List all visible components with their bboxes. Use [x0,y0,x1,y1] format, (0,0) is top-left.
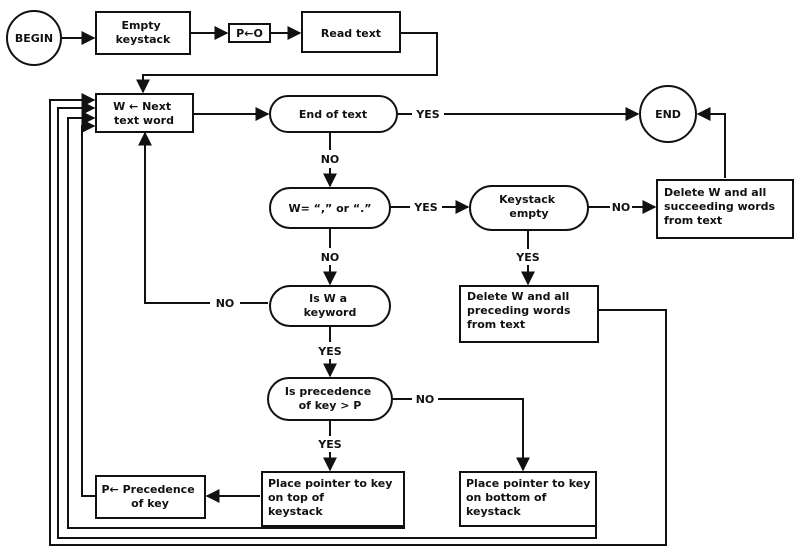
edge-precedence-no-right-b [438,398,530,472]
edges [49,26,726,546]
svg-text:END: END [655,108,681,121]
node-place-top-line-2: on top of [268,491,324,504]
svg-text:Delete W and all succe: Delete W and all succeeding words from t… [664,186,779,227]
edge-label-no-precedence: NO [416,393,435,406]
edge-label-yes-is-keyword: YES [317,345,341,358]
node-precedence-check-line-2: of key > P [299,399,362,412]
edge-is-keyword-no-left-b [138,131,210,304]
edge-label-yes-keystack-empty: YES [515,251,539,264]
svg-text:P←O: P←O [236,27,263,40]
svg-text:Place pointer to key o: Place pointer to key on bottom of keysta… [466,477,594,518]
node-delete-preceding-line-2: preceding words [467,304,571,317]
node-delete-preceding: Delete W and all preceding words from te… [459,285,599,343]
node-w-equals: W= “,” or “.” [269,187,391,229]
node-begin-line-1: BEGIN [15,32,53,45]
node-precedence-check: Is precedence of key > P [267,377,393,421]
node-end-of-text: End of text [269,95,398,133]
svg-text:W= “,” or “.”: W= “,” or “.” [288,202,371,215]
edge-label-yes-end-of-text: YES [415,108,439,121]
node-place-top: Place pointer to key on top of keystack [261,471,405,527]
svg-text:Read text: Read text [321,27,381,40]
node-p-precedence-line-2: of key [131,497,169,510]
node-empty-keystack-line-1: Empty [121,19,160,32]
node-place-top-line-3: keystack [268,505,323,518]
node-delete-preceding-line-1: Delete W and all [467,290,569,303]
edge-labels: YES NO YES NO YES NO NO YES NO YES [216,108,631,451]
node-empty-keystack: Empty keystack [95,11,191,55]
node-p-precedence-line-1: P← Precedence [101,483,194,496]
svg-text:P← Precedence of key: P← Precedence of key [101,483,198,510]
node-p-zero: P←O [228,23,271,43]
edge-label-no-end-of-text: NO [321,153,340,166]
edge-label-no-keystack-empty: NO [612,201,631,214]
node-delete-preceding-line-3: from text [467,318,525,331]
node-next-word-line-2: text word [114,114,174,127]
node-place-top-line-1: Place pointer to key [268,477,392,490]
edge-delete-preceding-loop [49,93,667,546]
node-keystack-empty: Keystack empty [469,185,589,231]
edge-label-yes-precedence: YES [317,438,341,451]
edge-label-no-w-equals: NO [321,251,340,264]
node-w-equals-line-1: W= “,” or “.” [288,202,371,215]
node-begin: BEGIN [6,10,62,66]
node-end-of-text-line-1: End of text [299,108,367,121]
edge-label-no-is-keyword: NO [216,297,235,310]
node-place-bottom: Place pointer to key on bottom of keysta… [459,471,597,527]
node-next-word-line-1: W ← Next [113,100,171,113]
edge-p-precedence-loop [81,119,100,497]
node-delete-succeeding-line-2: succeeding words [664,200,776,213]
node-end: END [639,85,697,143]
node-is-keyword: Is W a keyword [269,285,391,327]
node-p-precedence: P← Precedence of key [95,475,206,519]
node-precedence-check-line-1: Is precedence [285,385,371,398]
edge-delete-succeeding-to-end [696,107,726,178]
node-delete-succeeding-line-1: Delete W and all [664,186,766,199]
node-place-bottom-line-3: keystack [466,505,521,518]
svg-text:BEGIN: BEGIN [15,32,53,45]
edge-label-yes-w-equals: YES [413,201,437,214]
svg-text:W ← Next text word: W ← Next text word [113,100,175,127]
svg-text:Is precedence of key >: Is precedence of key > P [285,385,375,412]
node-keystack-empty-line-2: empty [509,207,548,220]
node-is-keyword-line-2: keyword [304,306,357,319]
node-next-word: W ← Next text word [95,93,194,133]
svg-text:End of text: End of text [299,108,367,121]
node-read-text: Read text [301,11,401,53]
node-place-bottom-line-2: on bottom of [466,491,547,504]
svg-text:Empty keystack: Empty keystack [116,19,171,46]
svg-text:Is W a keyword: Is W a keyword [304,292,357,319]
svg-text:Delete W and all prece: Delete W and all preceding words from te… [467,290,574,331]
node-keystack-empty-line-1: Keystack [499,193,556,206]
node-place-bottom-line-1: Place pointer to key [466,477,590,490]
nodes: BEGIN Empty keystack P←O Read text [6,10,794,527]
node-empty-keystack-line-2: keystack [116,33,171,46]
node-delete-succeeding-line-3: from text [664,214,722,227]
node-is-keyword-line-1: Is W a [309,292,347,305]
edge-read-text-to-next-word [136,32,438,94]
svg-text:Place pointer to key o: Place pointer to key on top of keystack [268,477,396,518]
svg-text:Keystack empty: Keystack empty [499,193,559,220]
node-delete-succeeding: Delete W and all succeeding words from t… [656,179,794,239]
node-p-zero-line-1: P←O [236,27,263,40]
node-end-line-1: END [655,108,681,121]
node-read-text-line-1: Read text [321,27,381,40]
